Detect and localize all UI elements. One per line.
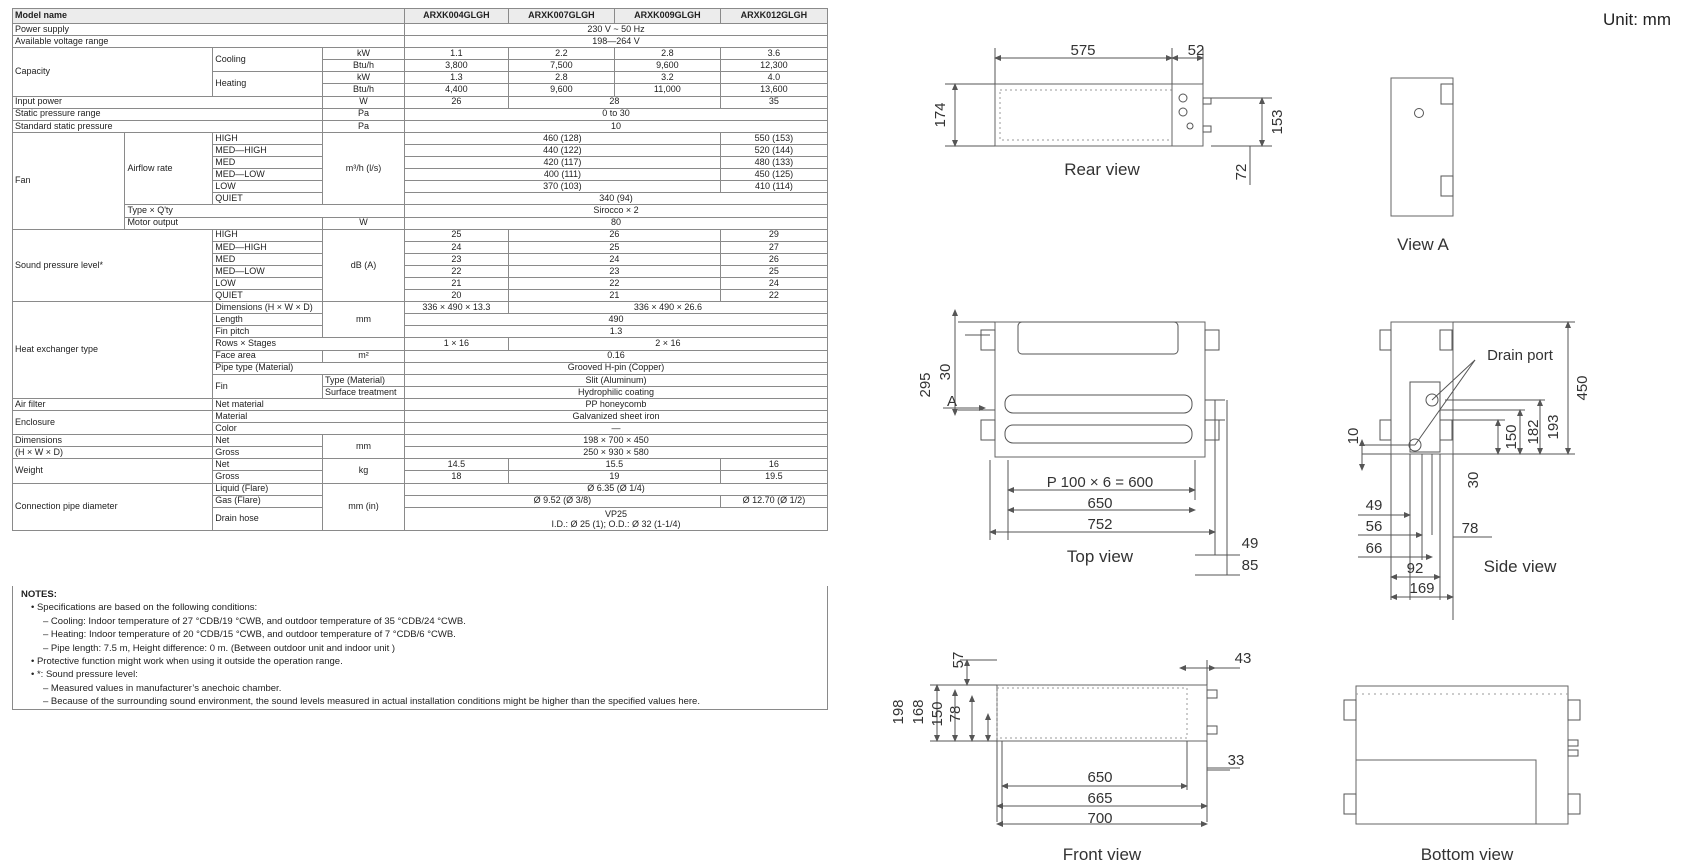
top-view-title: Top view (1067, 547, 1134, 566)
dim-153: 153 (1269, 109, 1286, 134)
dim-150-front: 150 (929, 701, 946, 726)
dim-752: 752 (1087, 516, 1112, 533)
table-row: LOW 370 (103) 410 (114) (13, 180, 829, 194)
dim-33: 33 (1228, 752, 1245, 769)
dim-78-front: 78 (947, 706, 964, 723)
note-item: – Cooling: Indoor temperature of 27 °CDB… (43, 615, 466, 627)
notes-box: NOTES: • Specifications are based on the… (12, 586, 828, 710)
note-item: – Pipe length: 7.5 m, Height difference:… (43, 642, 396, 654)
dim-92: 92 (1407, 560, 1424, 577)
dim-169: 169 (1409, 580, 1434, 597)
dim-575: 575 (1070, 42, 1095, 59)
table-row: Capacity Cooling kW 1.1 2.2 2.8 3.6 (11, 47, 829, 97)
dim-174: 174 (932, 102, 949, 127)
note-item: • *: Sound pressure level: (31, 669, 138, 681)
table-row: Power supply 230 V ~ 50 Hz (12, 22, 829, 37)
bottom-view-drawing (1343, 685, 1581, 825)
dim-150-side: 150 (1503, 424, 1520, 449)
side-view-title: Side view (1484, 557, 1557, 576)
table-row: QUIET 20 21 22 (13, 289, 829, 303)
table-row: MED—LOW 400 (111) 450 (125) (13, 168, 829, 182)
dim-198: 198 (890, 699, 907, 724)
table-row: Dimensions Net mm 198 × 700 × 450 (11, 434, 829, 460)
dim-665: 665 (1087, 790, 1112, 807)
table-row: MED—HIGH 440 (122) 520 (144) (13, 143, 829, 158)
notes-title: NOTES: (21, 589, 57, 600)
dim-56: 56 (1366, 518, 1383, 535)
table-row: Gas (Flare) Ø 9.52 (Ø 3/8) Ø 12.70 (Ø 1/… (13, 494, 829, 508)
arrow-a-label: A (947, 393, 957, 410)
note-item: • Specifications are based on the follow… (31, 602, 258, 614)
rear-view-drawing (945, 48, 1272, 185)
table-row: Fin pitch 1.3 (13, 325, 829, 339)
side-view-drawing (1358, 321, 1575, 620)
unit-label: Unit: mm (1603, 10, 1671, 29)
dim-193: 193 (1545, 414, 1562, 439)
top-view-drawing (943, 309, 1240, 576)
dim-450: 450 (1574, 375, 1591, 400)
table-row: MED 420 (117) 480 (133) (13, 156, 829, 170)
model-col-4: ARXK012GLGH (719, 8, 829, 24)
dim-650-top: 650 (1087, 495, 1112, 512)
dim-85: 85 (1242, 557, 1259, 574)
table-row: Drain hose VP25 I.D.: Ø 25 (1); O.D.: Ø … (13, 506, 829, 531)
spec-table: Model name ARXK004GLGH ARXK007GLGH ARXK0… (11, 8, 829, 531)
note-item: – Measured values in manufacturer’s anec… (43, 682, 282, 694)
rear-view-title: Rear view (1064, 160, 1140, 179)
table-row: Fan Airflow rate HIGH m³/h (l/s) 460 (12… (11, 131, 829, 230)
table-row: Btu/h 3,800 7,500 9,600 12,300 (13, 59, 829, 73)
dim-30-top: 30 (937, 364, 954, 381)
dim-10: 10 (1345, 428, 1362, 445)
dim-700: 700 (1087, 810, 1112, 827)
dim-43: 43 (1235, 650, 1252, 667)
table-row: Connection pipe diameter Liquid (Flare) … (11, 482, 829, 531)
note-item: • Protective function might work when us… (31, 656, 343, 668)
dim-66: 66 (1366, 540, 1383, 557)
bottom-view-title: Bottom view (1421, 845, 1514, 864)
model-name-header: Model name (12, 8, 405, 24)
dim-78-side: 78 (1462, 520, 1479, 537)
table-row: Heat exchanger type Dimensions (H × W × … (11, 301, 829, 399)
dim-650-front: 650 (1087, 769, 1112, 786)
note-item: – Because of the surrounding sound envir… (43, 696, 700, 708)
dim-168: 168 (910, 699, 927, 724)
front-view-drawing (930, 659, 1240, 827)
front-view-title: Front view (1063, 845, 1142, 864)
dim-49-top: 49 (1242, 535, 1259, 552)
model-col-1: ARXK004GLGH (403, 8, 509, 24)
note-item: – Heating: Indoor temperature of 20 °CDB… (43, 629, 456, 641)
dim-30-side: 30 (1465, 472, 1482, 489)
dim-295: 295 (917, 372, 934, 397)
dim-72: 72 (1233, 164, 1250, 181)
dim-49-side: 49 (1366, 497, 1383, 514)
dim-pitch: P 100 × 6 = 600 (1047, 474, 1154, 491)
dim-182: 182 (1525, 419, 1542, 444)
drain-port-label: Drain port (1487, 347, 1554, 364)
dim-52: 52 (1188, 42, 1205, 59)
view-a-title: View A (1397, 235, 1449, 254)
dim-57: 57 (950, 652, 967, 669)
view-a-drawing (1390, 77, 1454, 217)
table-row: Heating kW 1.3 2.8 3.2 4.0 (13, 71, 829, 97)
